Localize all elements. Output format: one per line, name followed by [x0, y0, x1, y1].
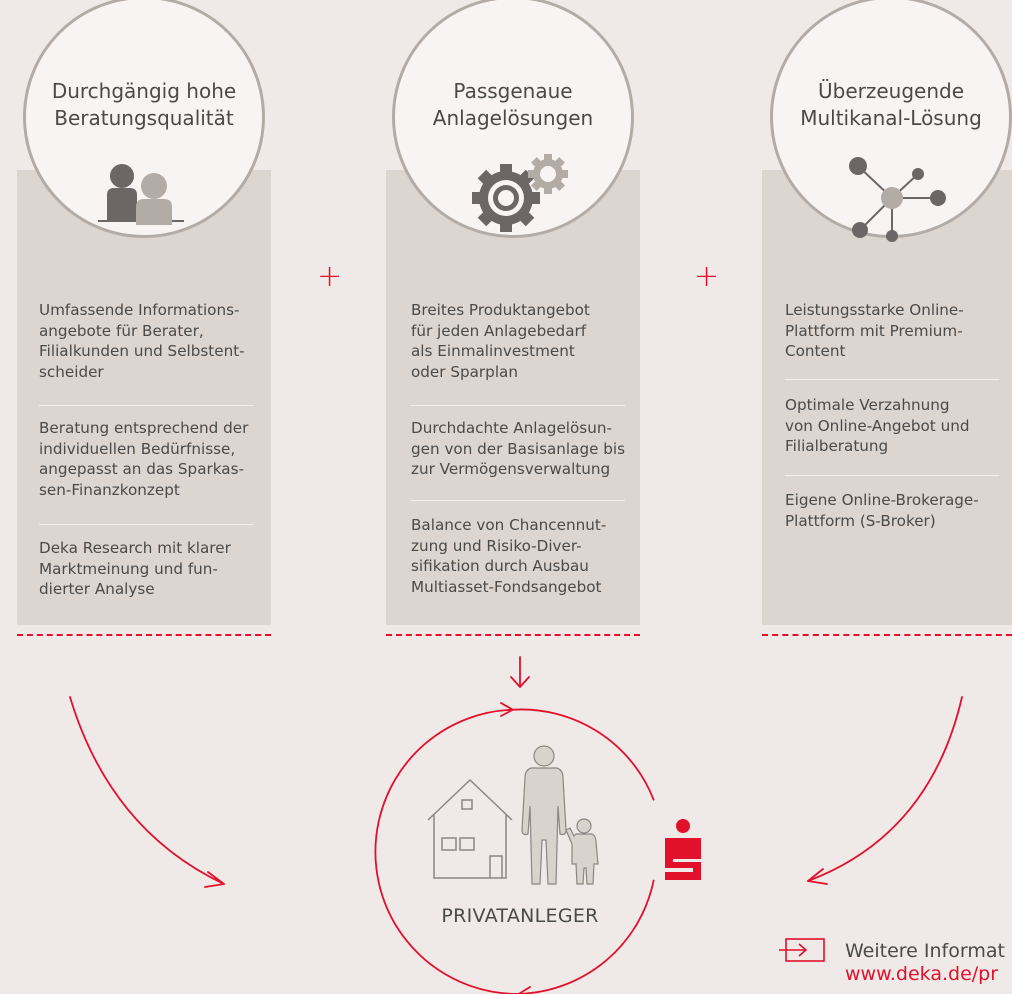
plus-sign-2: + — [694, 259, 720, 294]
column-3-divider-2 — [785, 475, 999, 476]
column-1-title: Durchgängig hohe Beratungsqualität — [51, 79, 237, 130]
plus-sign-1: + — [317, 259, 343, 294]
column-1-circle: Durchgängig hohe Beratungsqualität — [23, 0, 265, 238]
cycle-circle — [374, 702, 655, 994]
left-curved-arrow-icon — [69, 696, 225, 888]
column-3-item-1: Leistungsstarke Online- Plattform mit Pr… — [785, 301, 964, 360]
sparkasse-logo-icon — [665, 819, 701, 880]
gears-icon — [472, 154, 568, 232]
column-2-title: Passgenaue Anlagelösungen — [432, 79, 594, 130]
column-1-panel — [17, 170, 271, 625]
column-2-panel — [386, 170, 640, 625]
column-1-item-2: Beratung entsprechend der individuellen … — [39, 419, 249, 499]
column-3-divider-1 — [785, 379, 999, 380]
dashed-line-3 — [762, 634, 1012, 636]
column-2-circle: Passgenaue Anlagelösungen — [392, 0, 634, 238]
column-1-item-3: Deka Research mit klarer Marktmeinung un… — [39, 539, 231, 598]
center-label: PRIVATANLEGER — [441, 905, 599, 927]
column-3-title: Überzeugende Multikanal-Lösung — [800, 79, 982, 130]
column-2-item-2: Durchdachte Anlagelösun- gen von der Bas… — [411, 419, 626, 478]
column-3-item-3: Eigene Online-Brokerage- Plattform (S-Br… — [785, 491, 979, 530]
external-link-icon — [779, 938, 825, 962]
column-2-item-1: Breites Produktangebot für jeden Anlageb… — [411, 301, 590, 381]
column-2-divider-2 — [411, 500, 625, 501]
column-1-divider-1 — [39, 405, 253, 406]
more-info-link[interactable]: www.deka.de/pr — [845, 963, 999, 985]
column-3-item-2: Optimale Verzahnung von Online-Angebot u… — [785, 396, 970, 455]
house-icon — [427, 778, 513, 879]
network-icon — [849, 157, 946, 242]
column-2-divider-1 — [411, 405, 625, 406]
down-arrow-icon — [510, 656, 530, 688]
more-info-text: Weitere Informat — [845, 940, 1005, 962]
people-icon — [98, 164, 184, 225]
dashed-line-2 — [386, 634, 640, 636]
dashed-line-1 — [17, 634, 271, 636]
right-curved-arrow-icon — [807, 696, 963, 885]
column-3-panel — [762, 170, 1012, 625]
column-2-item-3: Balance von Chancennut- zung und Risiko-… — [411, 516, 607, 596]
column-1-item-1: Umfassende Informations- angebote für Be… — [39, 301, 245, 381]
family-icon — [521, 745, 599, 885]
column-1-divider-2 — [39, 524, 253, 525]
